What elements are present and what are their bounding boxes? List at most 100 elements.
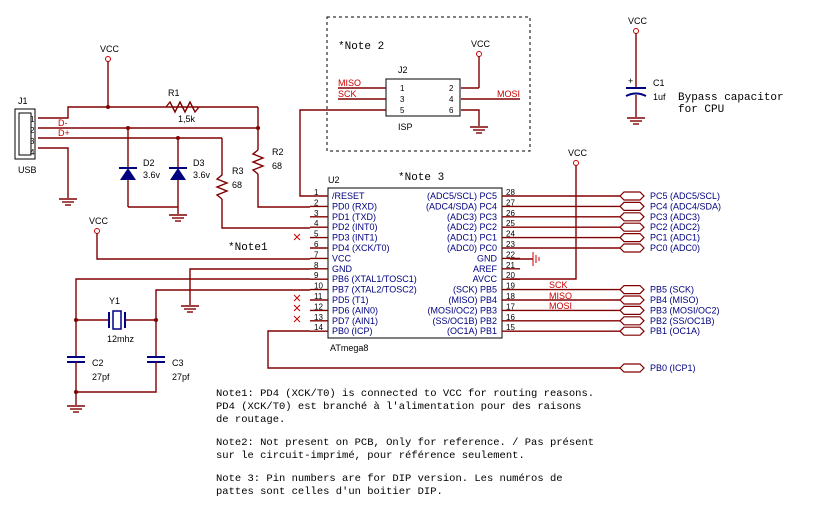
port-connector bbox=[619, 201, 645, 211]
port-connector bbox=[619, 326, 645, 336]
mcu-pin-number: 12 bbox=[314, 302, 323, 311]
mcu-pin-number: 20 bbox=[506, 271, 515, 280]
c1-note-line: for CPU bbox=[678, 104, 724, 116]
ground-symbol bbox=[626, 117, 646, 125]
mcu-pin-name: VCC bbox=[332, 253, 352, 263]
note1-tag: *Note1 bbox=[228, 242, 268, 254]
mcu-pin-name: AREF bbox=[473, 264, 498, 274]
d3-value: 3.6v bbox=[193, 170, 211, 180]
port-connector bbox=[619, 243, 645, 253]
mcu-pin-number: 21 bbox=[506, 261, 515, 270]
port-label: PB5 (SCK) bbox=[650, 285, 694, 295]
ground-symbol bbox=[469, 126, 489, 134]
dplus-label: D+ bbox=[58, 128, 70, 138]
usb-connector-j1: J1 1 2 3 4 USB bbox=[14, 96, 37, 175]
note-1: Note1: PD4 (XCK/T0) is connected to VCC … bbox=[216, 388, 595, 426]
note-2: Note2: Not present on PCB, Only for refe… bbox=[216, 437, 595, 462]
net-label-mosi: MOSI bbox=[549, 301, 572, 311]
isp-note-box bbox=[326, 16, 531, 152]
port-label: PC4 (ADC4/SDA) bbox=[650, 201, 721, 211]
c1-value: 1uf bbox=[653, 92, 666, 102]
mcu-pin-number: 26 bbox=[506, 209, 515, 218]
dminus-label: D- bbox=[58, 118, 68, 128]
mcu-pin-name: PD0 (RXD) bbox=[332, 201, 377, 211]
mcu-pin-number: 1 bbox=[314, 188, 319, 197]
isp-connector-j2: J2 1 3 5 2 4 6 ISP bbox=[385, 65, 461, 132]
mcu-pin-number: 4 bbox=[314, 219, 319, 228]
j1-pin-label: 3 bbox=[30, 137, 35, 146]
vcc-label: VCC bbox=[89, 216, 109, 226]
j2-name: ISP bbox=[398, 122, 413, 132]
mcu-name: ATmega8 bbox=[330, 343, 368, 353]
no-connect-marks bbox=[293, 233, 301, 323]
port-label: PB4 (MISO) bbox=[650, 295, 699, 305]
mcu-pin-name: PD3 (INT1) bbox=[332, 233, 378, 243]
mcu-pin-name: GND bbox=[332, 264, 353, 274]
port-label: PC2 (ADC2) bbox=[650, 222, 700, 232]
port-connector bbox=[619, 316, 645, 326]
vcc-symbol-mcu: VCC bbox=[89, 216, 310, 260]
j2-ref: J2 bbox=[398, 65, 408, 75]
mcu-pin-number: 15 bbox=[506, 323, 515, 332]
mcu-pin-name: (SS/OC1B) PB2 bbox=[432, 316, 497, 326]
mcu-pin-number: 17 bbox=[506, 302, 515, 311]
mcu-pin-name: PD2 (INT0) bbox=[332, 222, 378, 232]
port-connector bbox=[619, 305, 645, 315]
r1-value: 1,5k bbox=[178, 114, 196, 124]
vcc-symbol-avcc: VCC bbox=[510, 148, 588, 280]
svg-text:+: + bbox=[628, 76, 633, 86]
j1-name: USB bbox=[18, 165, 37, 175]
net-label-sck: SCK bbox=[549, 280, 568, 290]
ground-symbol bbox=[66, 405, 86, 413]
port-connector bbox=[619, 363, 645, 373]
port-label: PB0 (ICP1) bbox=[650, 363, 696, 373]
port-connector bbox=[619, 233, 645, 243]
mcu-pin-number: 23 bbox=[506, 240, 515, 249]
zener-diode-d2: D2 3.6v bbox=[119, 128, 161, 207]
mcu-pin-name: (ADC2) PC2 bbox=[447, 222, 497, 232]
ground-symbol bbox=[58, 198, 78, 206]
port-label: PC5 (ADC5/SCL) bbox=[650, 191, 720, 201]
note-3: Note 3: Pin numbers are for DIP version.… bbox=[216, 473, 563, 498]
mcu-ref: U2 bbox=[328, 175, 340, 185]
mcu-pin-number: 28 bbox=[506, 188, 515, 197]
j1-pin-label: 1 bbox=[30, 115, 35, 124]
r3-ref: R3 bbox=[232, 166, 244, 176]
j1-pin-label: 4 bbox=[30, 148, 35, 157]
mcu-pin-number: 8 bbox=[314, 261, 319, 270]
mcu-pin-number: 19 bbox=[506, 282, 515, 291]
vcc-label: VCC bbox=[100, 44, 120, 54]
notes-block: Note1: PD4 (XCK/T0) is connected to VCC … bbox=[216, 388, 636, 509]
mcu-pin-number: 14 bbox=[314, 323, 323, 332]
port-connector bbox=[619, 295, 645, 305]
mcu-pin-name: PD6 (AIN0) bbox=[332, 305, 378, 315]
mcu-pin-name: (MISO) PB4 bbox=[448, 295, 497, 305]
net-label-miso: MISO bbox=[549, 291, 572, 301]
y1-value: 12mhz bbox=[107, 334, 135, 344]
isp-miso-label: MISO bbox=[338, 78, 361, 88]
d2-value: 3.6v bbox=[143, 170, 161, 180]
port-label: PC3 (ADC3) bbox=[650, 212, 700, 222]
mcu-pin-name: PB0 (ICP) bbox=[332, 326, 373, 336]
resistor-r2: R2 68 bbox=[251, 147, 284, 175]
c3-ref: C3 bbox=[172, 358, 184, 368]
mcu-pin-number: 9 bbox=[314, 271, 319, 280]
isp-mosi-label: MOSI bbox=[497, 89, 520, 99]
mcu-pin-name: (ADC0) PC0 bbox=[447, 243, 497, 253]
ground-symbol bbox=[168, 214, 188, 222]
capacitor-c3: C3 27pf bbox=[147, 356, 190, 382]
mcu-pin-name: (ADC4/SDA) PC4 bbox=[426, 201, 497, 211]
mcu-pin-number: 11 bbox=[314, 292, 323, 301]
port-labels: PC5 (ADC5/SCL)PC4 (ADC4/SDA)PC3 (ADC3)PC… bbox=[520, 191, 721, 373]
mcu-pin-number: 5 bbox=[314, 230, 319, 239]
j2-pin-label: 5 bbox=[400, 106, 405, 115]
y1-ref: Y1 bbox=[109, 296, 120, 306]
port-connector bbox=[619, 222, 645, 232]
mcu-pin-name: /RESET bbox=[332, 191, 365, 201]
port-label: PB1 (OC1A) bbox=[650, 326, 700, 336]
